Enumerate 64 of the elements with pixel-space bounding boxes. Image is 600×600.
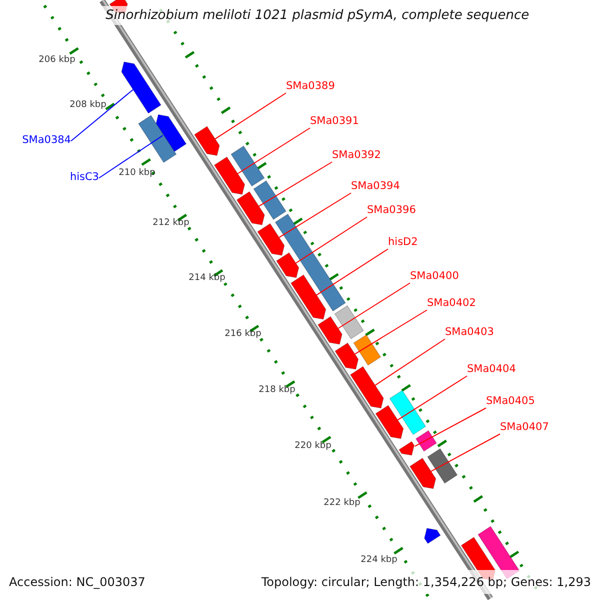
- gene-feature: [334, 342, 359, 370]
- gene-feature: [276, 252, 300, 278]
- gene-label: SMa0402: [427, 297, 476, 310]
- gene-block: [427, 448, 458, 484]
- gene-block: [353, 334, 382, 366]
- scale-label: 206 kbp: [38, 55, 76, 65]
- scale-label: 212 kbp: [152, 218, 190, 228]
- leader-line: [214, 92, 286, 140]
- leader-line: [338, 282, 410, 329]
- gene-label: SMa0403: [445, 326, 494, 339]
- scale-label: 210 kbp: [118, 168, 156, 178]
- gene-label: SMa0400: [410, 270, 459, 283]
- gene-feature: [398, 441, 414, 456]
- gene-feature: [375, 405, 404, 439]
- leader-line: [316, 248, 388, 296]
- leader-line: [354, 310, 428, 355]
- leader-line: [98, 134, 164, 178]
- gene-feature: [236, 191, 265, 226]
- gene-label: SMa0391: [310, 115, 359, 128]
- gene-block: [138, 115, 177, 163]
- gene-feature: [155, 114, 187, 152]
- gene-feature: [350, 366, 384, 408]
- gene-feature: [121, 62, 162, 114]
- scale-label: 222 kbp: [324, 498, 360, 508]
- leader-line: [258, 162, 332, 207]
- gene-label: SMa0384: [22, 134, 71, 147]
- gene-feature: [318, 316, 342, 345]
- leader-line: [414, 408, 486, 447]
- gene-label: hisD2: [388, 236, 418, 249]
- gene-block: [334, 305, 364, 340]
- scale-label: 220 kbp: [294, 441, 332, 451]
- gene-block: [274, 214, 346, 312]
- gene-feature: [257, 223, 285, 256]
- scale-label: 208 kbp: [70, 100, 106, 110]
- gene-feature: [194, 126, 220, 156]
- gene-label: SMa0404: [467, 363, 516, 376]
- leader-line: [430, 434, 500, 472]
- gene-block: [253, 180, 286, 220]
- scale-label: 214 kbp: [188, 273, 226, 283]
- gene-label: SMa0392: [332, 149, 381, 162]
- gene-label: SMa0405: [486, 395, 535, 408]
- gene-block: [389, 390, 426, 436]
- gene-label: SMa0394: [351, 180, 400, 193]
- scale-label: 218 kbp: [258, 385, 296, 395]
- gene-feature: [424, 528, 441, 544]
- leader-line: [237, 128, 310, 174]
- gene-label: SMa0407: [500, 421, 549, 434]
- gene-block: [415, 430, 437, 452]
- scale-label: 224 kbp: [360, 555, 398, 565]
- gene-label: hisC3: [70, 171, 99, 184]
- gene-feature: [409, 458, 436, 489]
- gene-label: SMa0396: [367, 204, 416, 217]
- gene-label: SMa0389: [286, 80, 335, 93]
- scale-label: 216 kbp: [224, 329, 262, 339]
- leader-line: [278, 192, 352, 238]
- leader-line: [374, 338, 446, 386]
- gene-feature: [214, 156, 246, 195]
- leader-line: [397, 376, 468, 420]
- gene-block: [230, 146, 265, 187]
- genome-summary-text: Topology: circular; Length: 1,354,226 bp; Genes: 1,293: [261, 575, 591, 589]
- leader-line: [295, 216, 368, 264]
- gene-feature: [290, 274, 326, 320]
- leader-line: [70, 89, 134, 142]
- accession-text: Accession: NC_003037: [9, 575, 146, 589]
